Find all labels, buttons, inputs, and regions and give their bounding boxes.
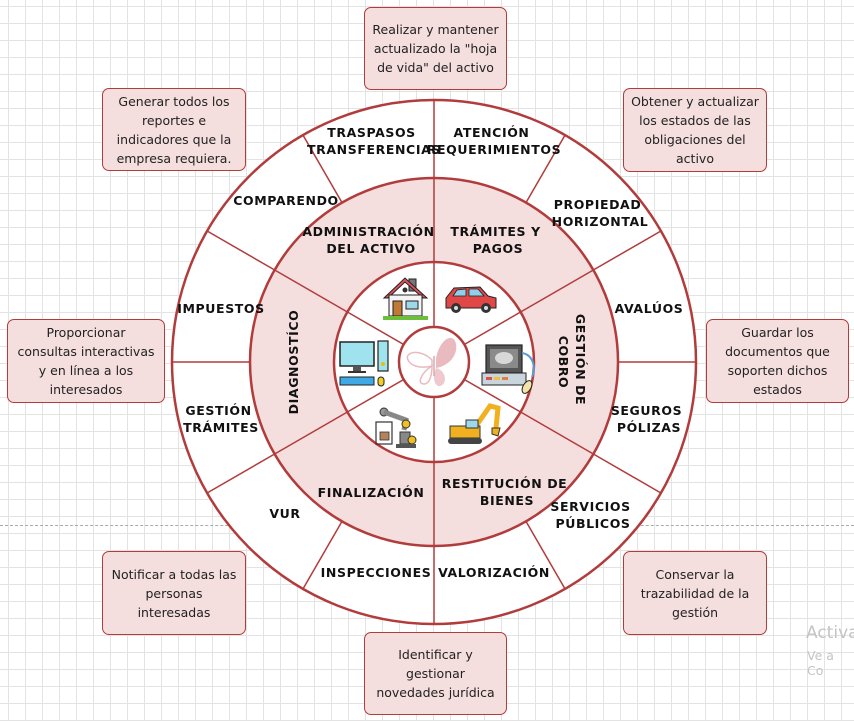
outer-propiedad-horizontal: PROPIEDAD HORIZONTAL xyxy=(552,197,649,229)
outer-atencion-requerimientos: ATENCIÓN REQUERIMIENTOS xyxy=(427,125,561,157)
segment-restitucion-de-bienes: RESTITUCIÓN DE BIENES xyxy=(442,476,573,508)
note-bottom-left: Notificar a todas las personas interesad… xyxy=(102,551,246,635)
segment-tramites-y-pagos: TRÁMITES Y PAGOS xyxy=(450,224,545,256)
segment-finalizacion: FINALIZACIÓN xyxy=(318,485,425,500)
outer-impuestos: IMPUESTOS xyxy=(177,301,265,316)
note-bottom-right: Conservar la trazabilidad de la gestión xyxy=(623,551,767,635)
outer-divider-line xyxy=(206,230,276,271)
middle-divider-line xyxy=(274,411,348,455)
note-top-right-text: Obtener y actualizar los estados de las … xyxy=(631,94,759,166)
inner-divider-line xyxy=(463,378,521,413)
inner-divider-line xyxy=(463,311,521,346)
outer-inspecciones: INSPECCIONES xyxy=(321,565,432,580)
outer-seguros-polizas: SEGUROS PÓLIZAS xyxy=(611,403,687,435)
note-bottom-text: Identificar y gestionar novedades jurídi… xyxy=(376,647,495,700)
robot-arm-icon xyxy=(375,407,417,448)
note-left: Proporcionar consultas interactivas y en… xyxy=(7,319,165,403)
outer-traspasos-transferencias: TRASPASOS TRANSFERENCIAS xyxy=(307,125,441,157)
ultrasound-machine-icon xyxy=(481,344,535,394)
computer-icon xyxy=(339,340,389,387)
outer-divider-line xyxy=(302,520,343,590)
note-top-right: Obtener y actualizar los estados de las … xyxy=(623,88,767,172)
middle-divider-line xyxy=(520,269,594,313)
middle-divider-line xyxy=(274,269,348,313)
outer-divider-line xyxy=(592,453,662,494)
wheel-labels: ADMINISTRACIÓN DEL ACTIVO TRÁMITES Y PAG… xyxy=(177,125,687,580)
outer-divider-line xyxy=(592,230,662,271)
butterfly-logo xyxy=(406,337,457,387)
note-bottom: Identificar y gestionar novedades jurídi… xyxy=(364,632,507,715)
outer-divider-line xyxy=(525,520,566,590)
outer-divider-line xyxy=(302,134,343,204)
outer-divider-line xyxy=(525,134,566,204)
excavator-icon xyxy=(448,403,501,444)
inner-dividers xyxy=(347,262,521,462)
note-top-left: Generar todos los reportes e indicadores… xyxy=(102,88,246,171)
outer-divider-line xyxy=(206,453,276,494)
outer-valorizacion: VALORIZACIÓN xyxy=(438,565,550,580)
middle-dividers xyxy=(274,178,594,546)
note-bottom-right-text: Conservar la trazabilidad de la gestión xyxy=(640,566,750,620)
note-right-text: Guardar los documentos que soporten dich… xyxy=(725,325,830,397)
outer-gestion-tramites: GESTIÓN TRÁMITES xyxy=(183,403,259,435)
activation-watermark-title: Activa xyxy=(806,623,854,643)
house-icon xyxy=(382,277,429,320)
inner-divider-line xyxy=(347,378,405,413)
outer-vur: VUR xyxy=(269,506,300,521)
note-top-text: Realizar y mantener actualizado la "hoja… xyxy=(372,22,499,75)
middle-divider-line xyxy=(520,411,594,455)
note-bottom-left-text: Notificar a todas las personas interesad… xyxy=(111,566,237,620)
outer-dividers xyxy=(172,100,696,624)
note-right: Guardar los documentos que soporten dich… xyxy=(706,319,849,403)
outer-servicios-publicos: SERVICIOS PÚBLICOS xyxy=(550,499,635,531)
segment-gestion-de-cobro: GESTIÓN DE COBRO xyxy=(556,314,588,410)
car-icon xyxy=(445,286,497,313)
activation-watermark-subtitle: Ve a Co xyxy=(807,648,834,678)
outer-comparendo: COMPARENDO xyxy=(233,193,339,208)
outer-avaluos: AVALÚOS xyxy=(615,301,684,316)
note-top: Realizar y mantener actualizado la "hoja… xyxy=(364,7,507,90)
segment-administracion-del-activo: ADMINISTRACIÓN DEL ACTIVO xyxy=(302,224,439,256)
inner-divider-line xyxy=(347,311,405,346)
segment-diagnostico: DIAGNOSTÍCO xyxy=(286,310,301,415)
note-top-left-text: Generar todos los reportes e indicadores… xyxy=(116,93,232,166)
note-left-text: Proporcionar consultas interactivas y en… xyxy=(17,325,155,397)
